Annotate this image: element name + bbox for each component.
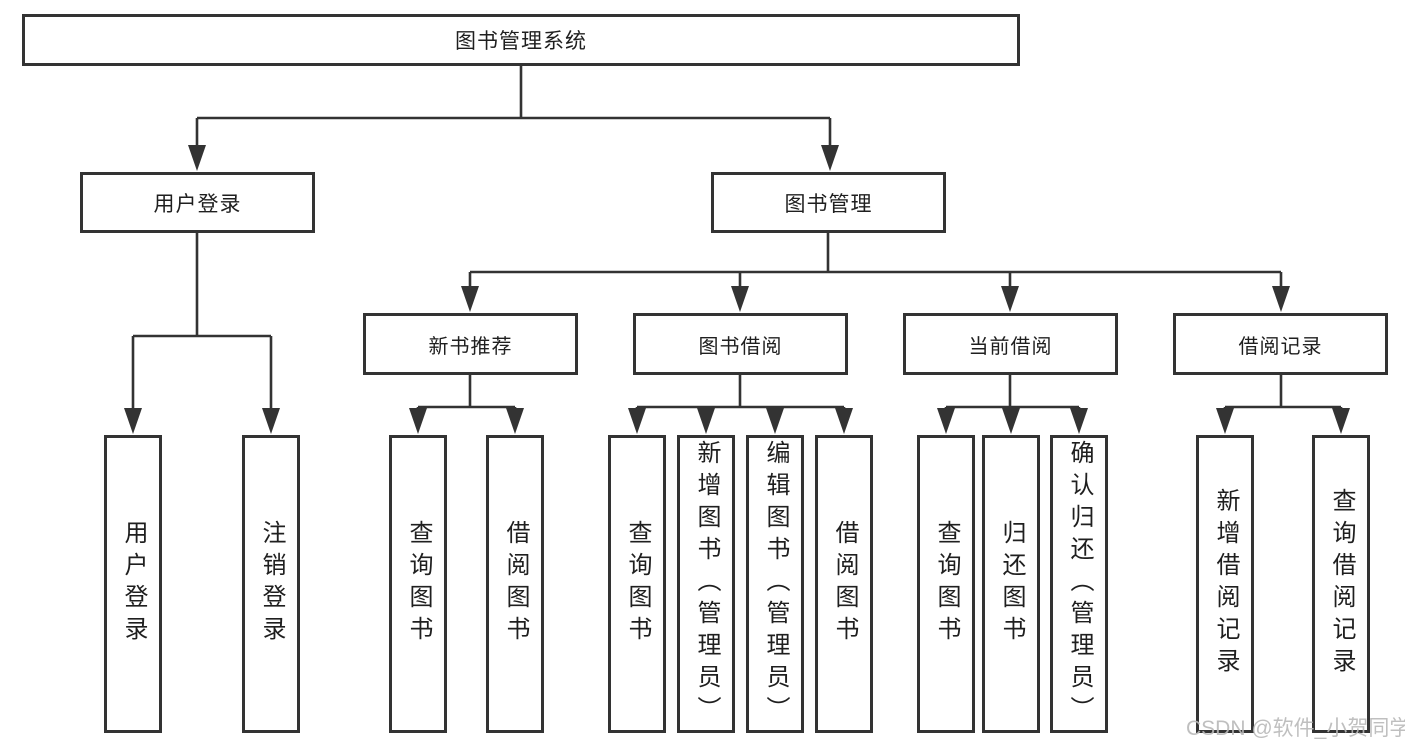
leaf-label: 查询图书 — [933, 520, 960, 648]
connector-book-borrow — [635, 375, 846, 412]
connector-borrow-records — [1223, 375, 1343, 412]
connector-root — [195, 66, 832, 150]
csdn-watermark: CSDN @软件_小贺同学 — [1186, 717, 1405, 740]
node-borrowing-records: 借阅记录 — [1173, 313, 1388, 375]
arrowhead — [409, 408, 427, 434]
leaf-label: 借阅图书 — [831, 520, 858, 648]
arrowhead — [1272, 286, 1290, 312]
arrowhead — [1002, 408, 1020, 434]
leaf-borrow-edit-books-admin: 编辑图书（管理员） — [746, 435, 804, 733]
connector-book-mgmt — [468, 233, 1283, 290]
leaf-label: 查询图书 — [405, 520, 432, 648]
arrowhead — [821, 145, 839, 171]
node-book-management: 图书管理 — [711, 172, 946, 233]
node-current-borrowing: 当前借阅 — [903, 313, 1118, 375]
leaf-label: 确认归还（管理员） — [1066, 440, 1093, 728]
arrowhead — [766, 408, 784, 434]
arrowhead — [1070, 408, 1088, 434]
leaf-label: 编辑图书（管理员） — [762, 440, 789, 728]
arrowhead — [697, 408, 715, 434]
arrowhead — [1216, 408, 1234, 434]
leaf-label: 查询图书 — [624, 520, 651, 648]
leaf-user-login: 用户登录 — [104, 435, 162, 733]
arrowhead — [461, 286, 479, 312]
leaf-newbook-borrow-books: 借阅图书 — [486, 435, 544, 733]
arrowhead — [835, 408, 853, 434]
leaf-borrow-add-books-admin: 新增图书（管理员） — [677, 435, 735, 733]
node-user-login: 用户登录 — [80, 172, 315, 233]
leaf-records-query-record: 查询借阅记录 — [1312, 435, 1370, 733]
arrowhead — [1332, 408, 1350, 434]
arrowhead — [937, 408, 955, 434]
leaf-current-query-books: 查询图书 — [917, 435, 975, 733]
connector-current-borrow — [944, 375, 1081, 412]
arrowhead — [628, 408, 646, 434]
leaf-label: 新增图书（管理员） — [693, 440, 720, 728]
leaf-label: 注销登录 — [258, 520, 285, 648]
leaf-borrow-borrow-books: 借阅图书 — [815, 435, 873, 733]
leaf-label: 借阅图书 — [502, 520, 529, 648]
node-book-borrowing: 图书借阅 — [633, 313, 848, 375]
leaf-label: 用户登录 — [120, 520, 147, 648]
connector-user-login — [131, 233, 273, 412]
leaf-borrow-query-books: 查询图书 — [608, 435, 666, 733]
arrowhead — [188, 145, 206, 171]
arrowhead — [124, 408, 142, 434]
arrowhead — [731, 286, 749, 312]
arrowhead — [262, 408, 280, 434]
leaf-records-add-record: 新增借阅记录 — [1196, 435, 1254, 733]
node-new-book-recommend: 新书推荐 — [363, 313, 578, 375]
leaf-newbook-query-books: 查询图书 — [389, 435, 447, 733]
leaf-current-confirm-return-admin: 确认归还（管理员） — [1050, 435, 1108, 733]
leaf-label: 新增借阅记录 — [1212, 488, 1239, 680]
leaf-label: 归还图书 — [998, 520, 1025, 648]
leaf-current-return-books: 归还图书 — [982, 435, 1040, 733]
arrowhead — [506, 408, 524, 434]
connector-new-book — [416, 375, 517, 412]
leaf-label: 查询借阅记录 — [1328, 488, 1355, 680]
node-library-management-system: 图书管理系统 — [22, 14, 1020, 66]
arrowhead — [1001, 286, 1019, 312]
leaf-logout: 注销登录 — [242, 435, 300, 733]
